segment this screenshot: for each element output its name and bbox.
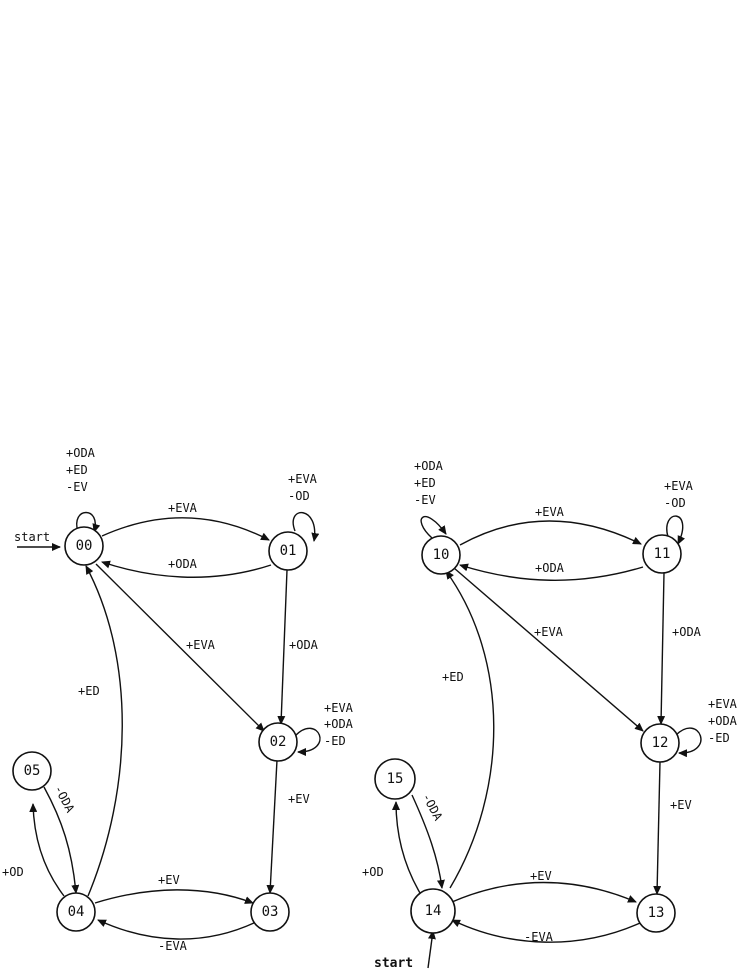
- state-01-label: 01: [280, 543, 297, 559]
- state-04-label: 04: [68, 904, 85, 920]
- left-diagram: 00 01 02 03 04 05 start +ODA +ED -EV +EV…: [2, 446, 354, 953]
- label-self02-1: +EVA: [324, 701, 354, 715]
- state-10-label: 10: [433, 547, 450, 563]
- label-00-01: +EVA: [168, 501, 198, 515]
- self-loop-01: [292, 512, 320, 542]
- label-self10-2: +ED: [414, 476, 436, 490]
- edge-05-04: [43, 786, 80, 894]
- label-15-14: -ODA: [419, 791, 445, 824]
- label-self00-1: +ODA: [66, 446, 96, 460]
- state-13: [636, 893, 676, 933]
- state-02-label: 02: [270, 734, 287, 750]
- label-04-03: +EV: [158, 873, 180, 887]
- state-01: [268, 531, 308, 571]
- edge-01-02: [277, 569, 288, 725]
- edge-10-11: [459, 520, 642, 546]
- state-05-label: 05: [24, 763, 41, 779]
- edge-04-05: [29, 803, 65, 897]
- state-11: [642, 534, 682, 574]
- label-11-10: +ODA: [535, 561, 565, 575]
- edge-04-03: [94, 889, 254, 904]
- edge-00-02: [95, 563, 265, 732]
- state-15-label: 15: [387, 771, 404, 787]
- label-self10-3: -EV: [414, 493, 436, 507]
- self-loop-11: [666, 515, 686, 545]
- state-03-label: 03: [262, 904, 279, 920]
- edge-03-04: [97, 919, 257, 940]
- label-self12-3: -ED: [708, 731, 730, 745]
- edge-14-10: [445, 570, 495, 889]
- state-04: [56, 892, 96, 932]
- state-05: [12, 751, 52, 791]
- state-02: [258, 722, 298, 762]
- label-self12-2: +ODA: [708, 714, 738, 728]
- edge-14-13: [451, 881, 637, 903]
- label-self02-3: -ED: [324, 734, 346, 748]
- state-00: [64, 526, 104, 566]
- edge-11-12: [657, 572, 666, 725]
- label-self11-1: +EVA: [664, 479, 694, 493]
- label-self00-3: -EV: [66, 480, 88, 494]
- label-10-11: +EVA: [535, 505, 565, 519]
- edge-02-03: [266, 759, 278, 894]
- label-00-02: +EVA: [186, 638, 216, 652]
- label-11-12: +ODA: [672, 625, 702, 639]
- edge-start-14: [427, 930, 436, 969]
- label-13-14: -EVA: [524, 930, 554, 944]
- label-01-00: +ODA: [168, 557, 198, 571]
- state-14-label: 14: [425, 903, 442, 919]
- edge-04-00: [85, 565, 123, 897]
- label-10-12: +EVA: [534, 625, 564, 639]
- label-14-10: +ED: [442, 670, 464, 684]
- edge-13-14: [451, 919, 641, 943]
- self-loop-02: [294, 727, 321, 756]
- label-self01-1: +EVA: [288, 472, 318, 486]
- state-03: [250, 892, 290, 932]
- start-label-left: start: [14, 530, 50, 544]
- label-02-03: +EV: [288, 792, 310, 806]
- label-04-00: +ED: [78, 684, 100, 698]
- state-11-label: 11: [654, 546, 671, 562]
- edge-00-01: [101, 517, 270, 541]
- edge-11-10: [459, 563, 644, 581]
- start-label-right: start: [374, 956, 413, 971]
- self-loop-10: [420, 516, 447, 539]
- state-10: [421, 535, 461, 575]
- state-12-label: 12: [652, 735, 669, 751]
- label-04-05: +OD: [2, 865, 24, 879]
- self-loop-12: [675, 727, 702, 758]
- self-loop-00: [76, 511, 101, 533]
- edge-01-00: [101, 560, 272, 578]
- state-00-label: 00: [76, 538, 93, 554]
- label-self12-1: +EVA: [708, 697, 738, 711]
- state-14: [410, 888, 456, 934]
- edge-10-12: [453, 567, 644, 732]
- label-01-02: +ODA: [289, 638, 319, 652]
- label-self11-2: -OD: [664, 496, 686, 510]
- label-14-13: +EV: [530, 869, 552, 883]
- state-15: [374, 758, 416, 800]
- label-14-15: +OD: [362, 865, 384, 879]
- state-13-label: 13: [648, 905, 665, 921]
- right-diagram: 10 11 12 13 14 15 start +ODA +ED -EV +EV…: [362, 459, 738, 971]
- edge-15-14: [411, 794, 445, 889]
- label-self00-2: +ED: [66, 463, 88, 477]
- label-self10-1: +ODA: [414, 459, 444, 473]
- edge-12-13: [653, 761, 662, 895]
- state-12: [640, 723, 680, 763]
- label-self01-2: -OD: [288, 489, 310, 503]
- label-03-04: -EVA: [158, 939, 188, 953]
- label-self02-2: +ODA: [324, 717, 354, 731]
- edge-14-15: [392, 801, 421, 894]
- label-12-13: +EV: [670, 798, 692, 812]
